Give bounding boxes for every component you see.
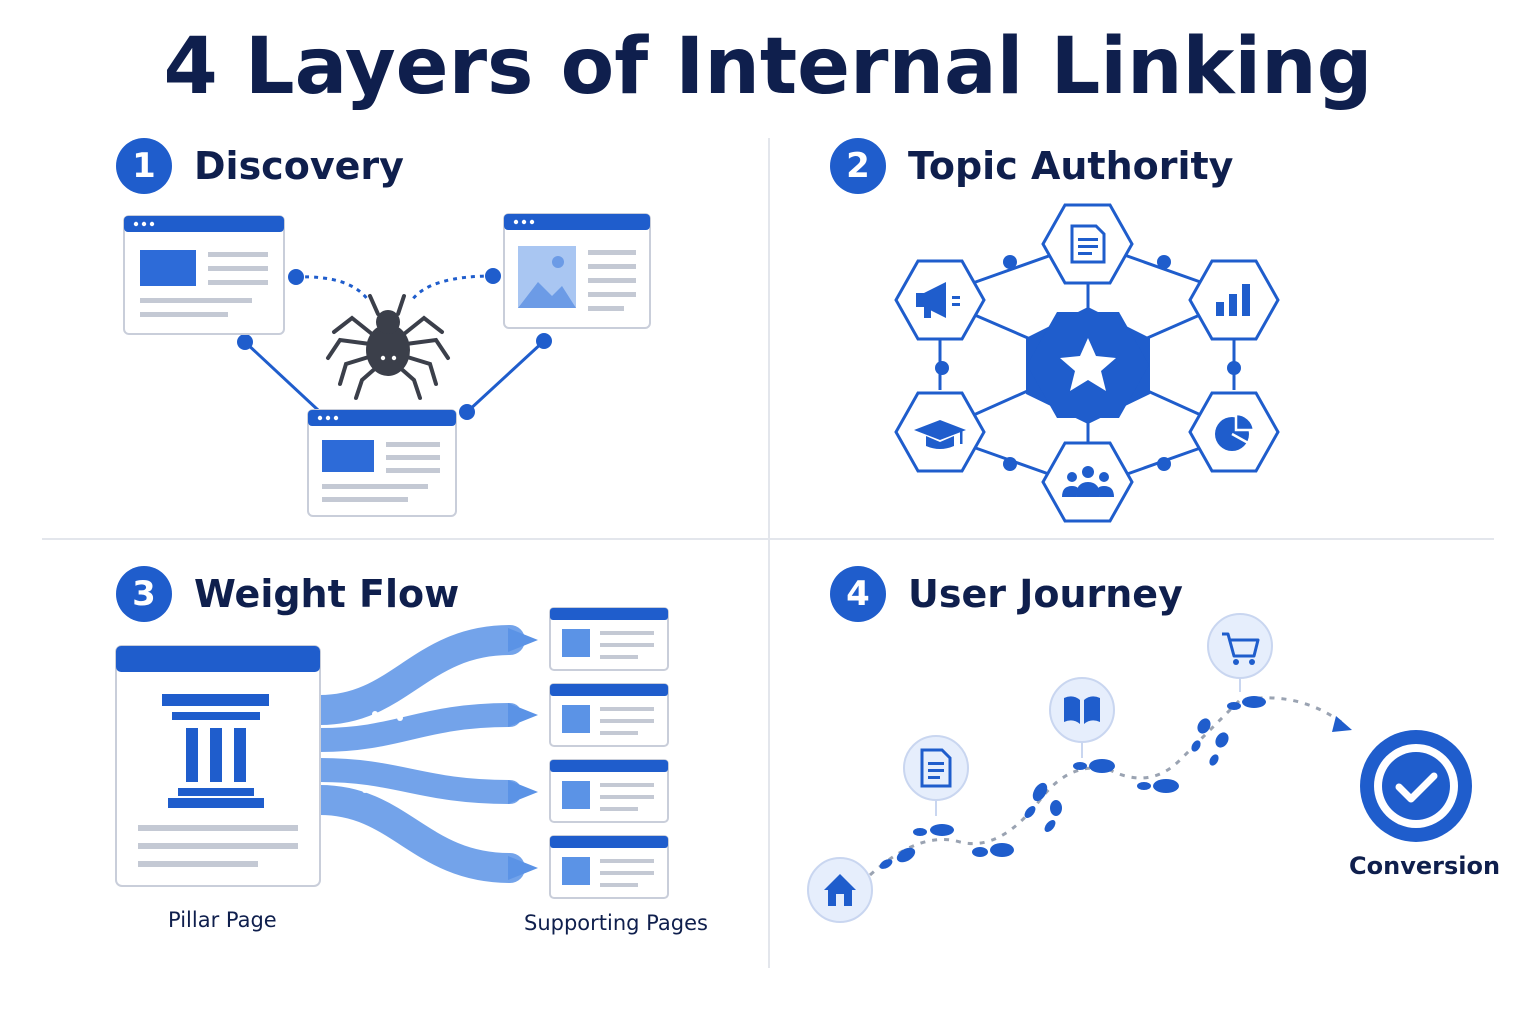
section-3-title: Weight Flow (194, 572, 460, 616)
image-page-icon (503, 213, 651, 329)
browser-window-icon (123, 215, 285, 335)
home-icon (807, 857, 873, 923)
section-1-title: Discovery (194, 144, 404, 188)
horizontal-divider (42, 538, 1494, 540)
discovery-diagram (123, 213, 651, 517)
supporting-page-3 (549, 759, 669, 823)
supporting-page-4 (549, 835, 669, 899)
section-1-number-badge: 1 (116, 138, 172, 194)
star-icon (1026, 307, 1150, 424)
page-title: 4 Layers of Internal Linking (163, 22, 1373, 112)
conversion-label: Conversion (1349, 852, 1501, 880)
topic-authority-diagram (894, 203, 1280, 523)
pie-chart-icon (1215, 412, 1256, 451)
section-3-header: 3 Weight Flow (116, 566, 459, 622)
document-icon (1070, 224, 1106, 264)
pillar-page-label: Pillar Page (168, 908, 277, 932)
supporting-pages-label: Supporting Pages (524, 911, 708, 935)
weight-flow-diagram (115, 607, 669, 899)
section-2-header: 2 Topic Authority (830, 138, 1233, 194)
discovery-link-lines (243, 274, 546, 414)
supporting-page-2 (549, 683, 669, 747)
browser-window-icon (307, 409, 457, 517)
supporting-page-1 (549, 607, 669, 671)
user-journey-diagram (807, 613, 1472, 923)
bar-chart-icon (1216, 284, 1250, 316)
megaphone-icon (916, 282, 960, 318)
hex-top (1041, 203, 1134, 285)
checkmark-icon (1360, 730, 1472, 842)
document-icon (903, 735, 969, 816)
users-icon (1062, 466, 1114, 497)
shopping-cart-icon (1207, 613, 1273, 692)
section-2-number-badge: 2 (830, 138, 886, 194)
graduation-cap-icon (914, 420, 966, 449)
spider-crawler-icon (326, 294, 450, 400)
section-4-header: 4 User Journey (830, 566, 1183, 622)
section-1-header: 1 Discovery (116, 138, 404, 194)
section-3-number-badge: 3 (116, 566, 172, 622)
vertical-divider (768, 138, 770, 968)
hex-bottom (1041, 441, 1134, 523)
pillar-column-icon (162, 694, 269, 808)
book-icon (1049, 677, 1115, 758)
section-4-title: User Journey (908, 572, 1183, 616)
section-4-number-badge: 4 (830, 566, 886, 622)
flow-arrow-icon (305, 625, 525, 883)
section-2-title: Topic Authority (908, 144, 1234, 188)
footprints-icon (879, 696, 1266, 869)
